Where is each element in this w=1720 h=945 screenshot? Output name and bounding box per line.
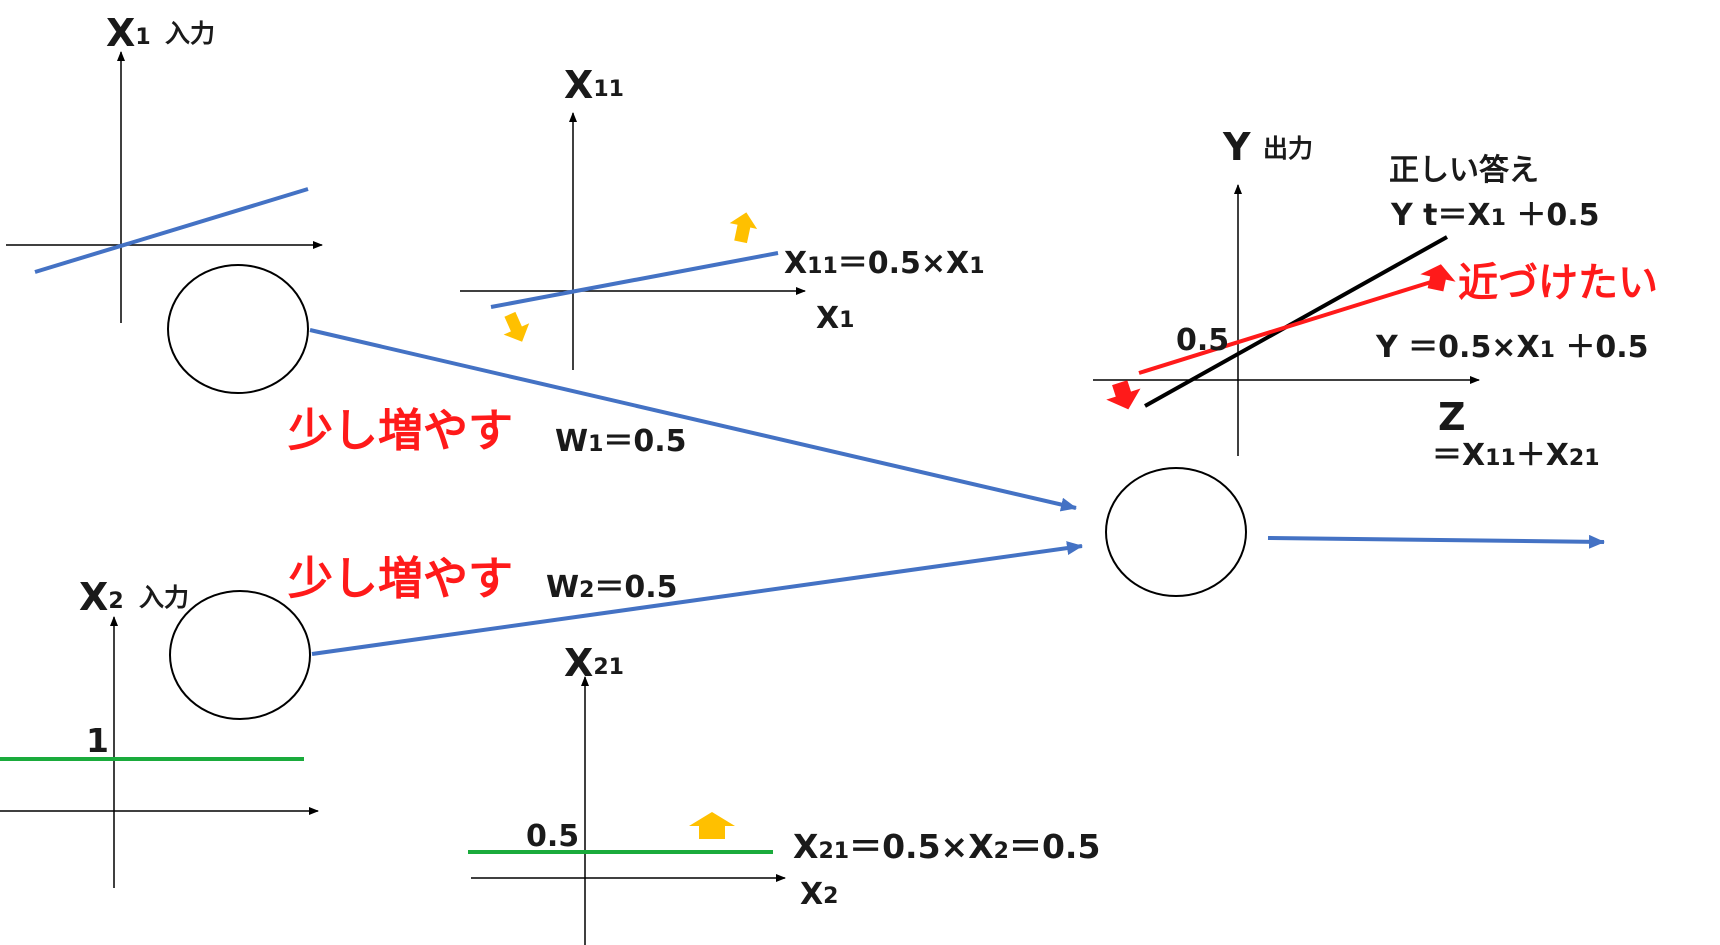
x21-tick-label: 0.5 <box>526 819 579 854</box>
current-output-line <box>1138 276 1445 375</box>
weight-w2-connection <box>311 541 1083 656</box>
x21-axis-label: X21 <box>564 641 624 685</box>
x11-graph-line <box>490 251 779 309</box>
x2-axis-label: X2 <box>79 575 124 619</box>
x2-tick-label: 1 <box>86 721 109 760</box>
output-graph: 0.5 Y 出力 Z ＝X11＋X21 正しい答え Y t＝X1 ＋0.5 近づ… <box>1093 125 1658 473</box>
output-y-axis-label: Y <box>1222 125 1251 169</box>
input-x1-graph: X1 入力 <box>6 11 323 323</box>
w2-label: W2＝0.5 <box>546 570 678 605</box>
approach-label: 近づけたい <box>1458 260 1658 306</box>
current-output-equation: Y ＝0.5×X1 ＋0.5 <box>1375 330 1649 365</box>
x21-equation: X21＝0.5×X2＝0.5 <box>793 827 1100 866</box>
x21-x-axis-label: X2 <box>800 877 838 912</box>
w2-increase-label: 少し増やす <box>288 552 513 605</box>
output-neuron <box>1105 467 1247 597</box>
w1-label: W1＝0.5 <box>555 424 687 459</box>
x11-equation: X11＝0.5×X1 <box>784 246 985 281</box>
correct-answer-title: 正しい答え <box>1389 153 1539 188</box>
output-tick-label: 0.5 <box>1176 323 1229 358</box>
weight-w1-connection <box>309 328 1077 512</box>
x11-graph: X11 X1 X11＝0.5×X1 <box>460 63 985 370</box>
x2-input-tag: 入力 <box>139 583 189 612</box>
correct-answer-line <box>1144 235 1448 408</box>
input-x2-graph: 1 X2 入力 <box>0 575 319 888</box>
output-z-axis-label: Z <box>1438 395 1466 439</box>
w1-increase-label: 少し増やす <box>288 404 513 457</box>
x11-x-axis-label: X1 <box>816 301 854 336</box>
output-connection <box>1267 534 1605 549</box>
z-definition: ＝X11＋X21 <box>1432 438 1600 473</box>
input-neuron-x2 <box>169 590 311 720</box>
output-tag: 出力 <box>1263 134 1313 163</box>
correct-answer-equation: Y t＝X1 ＋0.5 <box>1390 198 1600 233</box>
x1-input-tag: 入力 <box>165 19 215 48</box>
x11-down-arrow-icon <box>503 311 530 342</box>
x21-graph: 0.5 X21 X2 X21＝0.5×X2＝0.5 <box>468 641 1100 945</box>
output-up-arrow-icon <box>1420 264 1456 292</box>
x1-axis-label: X1 <box>106 11 151 55</box>
input-neuron-x1 <box>167 264 309 394</box>
x21-up-arrow-icon <box>689 812 735 839</box>
x11-axis-label: X11 <box>564 63 624 107</box>
output-down-arrow-icon <box>1106 380 1141 410</box>
x1-graph-line <box>34 187 309 274</box>
x11-up-arrow-icon <box>729 212 758 244</box>
